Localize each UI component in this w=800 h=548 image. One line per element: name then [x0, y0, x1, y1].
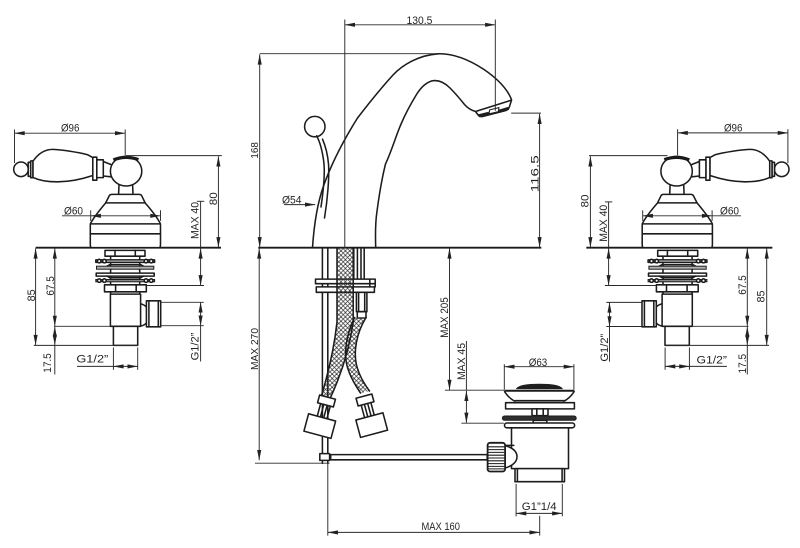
svg-text:G1/2”: G1/2” — [76, 354, 108, 366]
svg-text:MAX 205: MAX 205 — [439, 297, 451, 338]
svg-text:80: 80 — [208, 192, 220, 205]
svg-text:85: 85 — [756, 291, 768, 303]
svg-text:17.5: 17.5 — [737, 354, 749, 374]
svg-text:Ø63: Ø63 — [529, 357, 548, 369]
svg-text:MAX 160: MAX 160 — [421, 521, 460, 533]
svg-text:Ø60: Ø60 — [64, 205, 83, 217]
svg-text:MAX 40: MAX 40 — [598, 205, 610, 242]
svg-text:80: 80 — [579, 195, 591, 208]
svg-text:130.5: 130.5 — [407, 15, 433, 27]
svg-text:Ø54: Ø54 — [282, 195, 302, 207]
svg-text:116.5: 116.5 — [529, 155, 541, 192]
svg-text:17.5: 17.5 — [42, 353, 54, 373]
svg-text:Ø60: Ø60 — [720, 205, 739, 217]
svg-text:Ø96: Ø96 — [61, 123, 80, 135]
svg-text:MAX 45: MAX 45 — [456, 343, 468, 380]
svg-text:G1”1/4: G1”1/4 — [522, 501, 557, 513]
svg-text:G1/2”: G1/2” — [599, 334, 611, 362]
svg-text:67.5: 67.5 — [737, 275, 749, 295]
svg-text:MAX 270: MAX 270 — [250, 327, 261, 370]
svg-text:168: 168 — [250, 142, 261, 159]
svg-text:67.5: 67.5 — [45, 276, 57, 296]
svg-text:MAX 40: MAX 40 — [190, 202, 202, 239]
svg-text:G1/2”: G1/2” — [697, 355, 728, 367]
svg-text:Ø96: Ø96 — [724, 123, 743, 135]
svg-text:85: 85 — [26, 289, 38, 301]
svg-text:G1/2”: G1/2” — [189, 332, 201, 360]
